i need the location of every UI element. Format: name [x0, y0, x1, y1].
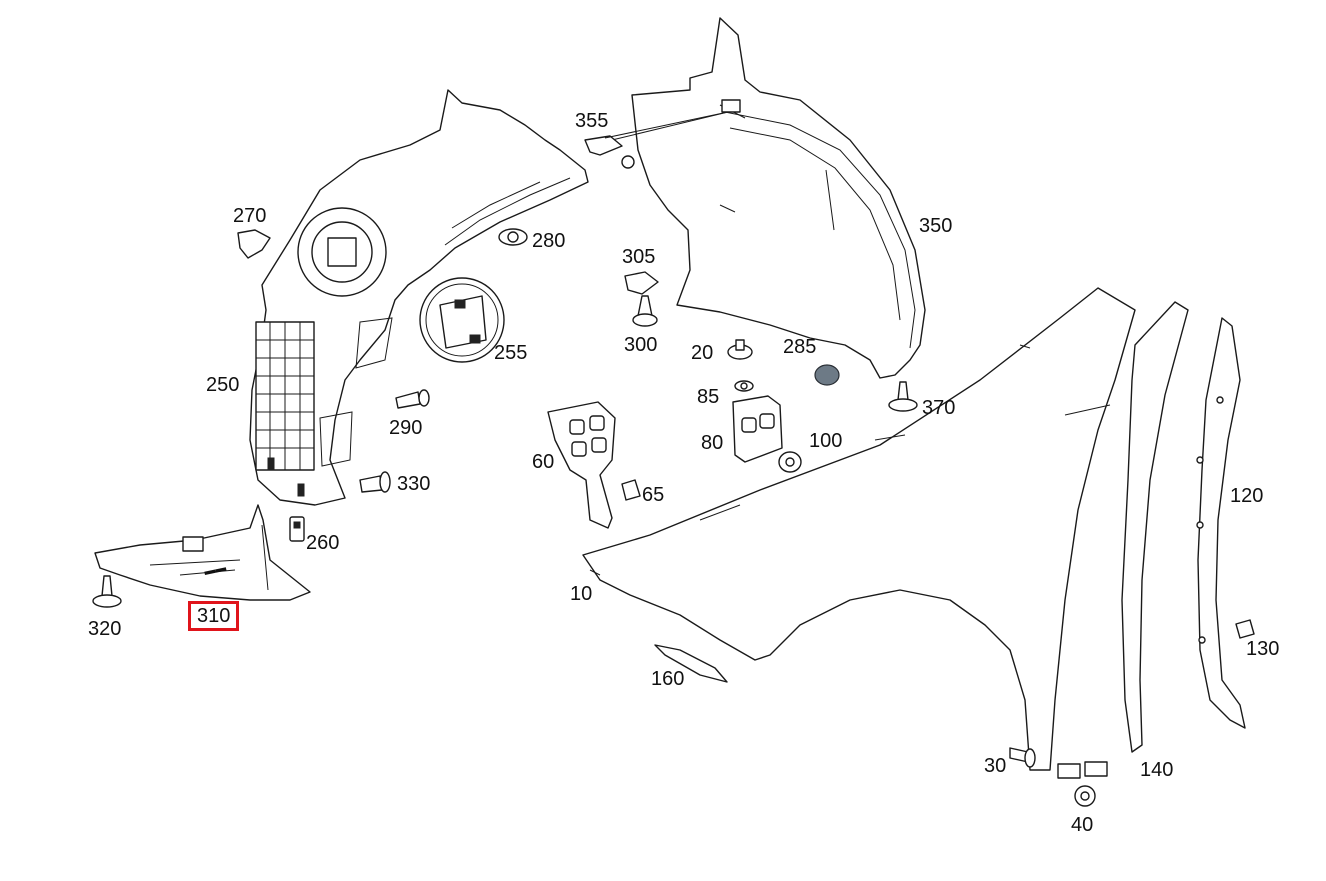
screw-300-drawing[interactable] — [632, 295, 658, 327]
svg-text:▬▬: ▬▬ — [203, 562, 227, 578]
part-label-100[interactable]: 100 — [809, 430, 843, 452]
clip-355-drawing[interactable] — [584, 135, 623, 156]
front-fender-drawing[interactable] — [582, 287, 1136, 779]
nut-85-drawing[interactable] — [734, 380, 754, 392]
nut-100-drawing[interactable] — [778, 451, 802, 473]
leader-line-355 — [604, 111, 729, 139]
part-label-120[interactable]: 120 — [1230, 485, 1264, 507]
part-label-255[interactable]: 255 — [494, 342, 528, 364]
wheel-arch-liner-front-drawing[interactable] — [249, 89, 589, 506]
round-cover-drawing[interactable] — [419, 277, 505, 363]
bolt-20-drawing[interactable] — [727, 339, 753, 360]
cap-285-drawing[interactable] — [814, 364, 840, 386]
clip-270-drawing[interactable] — [237, 229, 271, 259]
part-label-355[interactable]: 355 — [575, 110, 609, 132]
part-label-280[interactable]: 280 — [532, 230, 566, 252]
part-label-250[interactable]: 250 — [206, 374, 240, 396]
part-label-65[interactable]: 65 — [642, 484, 665, 506]
clip-305-drawing[interactable] — [624, 271, 659, 295]
part-label-60[interactable]: 60 — [532, 451, 555, 473]
strip-160-drawing[interactable] — [654, 644, 728, 683]
part-label-85[interactable]: 85 — [697, 386, 720, 408]
nut-40-drawing[interactable] — [1074, 785, 1096, 807]
bracket-80-drawing[interactable] — [732, 395, 783, 463]
nut-280-drawing[interactable] — [498, 228, 528, 246]
part-label-370[interactable]: 370 — [922, 397, 956, 419]
bracket-60-drawing[interactable] — [547, 401, 616, 529]
part-label-140[interactable]: 140 — [1140, 759, 1174, 781]
part-label-40[interactable]: 40 — [1071, 814, 1094, 836]
part-label-20[interactable]: 20 — [691, 342, 714, 364]
screw-370-drawing[interactable] — [888, 381, 918, 412]
part-label-300[interactable]: 300 — [624, 334, 658, 356]
clip-330-drawing[interactable] — [359, 471, 391, 493]
underbody-shield-drawing[interactable]: ▬▬ — [94, 504, 311, 601]
part-label-30[interactable]: 30 — [984, 755, 1007, 777]
part-label-270[interactable]: 270 — [233, 205, 267, 227]
part-label-330[interactable]: 330 — [397, 473, 431, 495]
wheel-arch-liner-rear-drawing[interactable] — [611, 17, 926, 379]
bolt-30-drawing[interactable] — [1009, 747, 1036, 768]
part-label-285[interactable]: 285 — [783, 336, 817, 358]
part-label-160[interactable]: 160 — [651, 668, 685, 690]
fender-strip-140-drawing[interactable] — [1121, 301, 1189, 753]
clip-130-drawing[interactable] — [1235, 619, 1255, 639]
clip-260-drawing[interactable] — [289, 516, 305, 542]
part-label-350[interactable]: 350 — [919, 215, 953, 237]
part-label-290[interactable]: 290 — [389, 417, 423, 439]
clip-290-drawing[interactable] — [395, 389, 430, 409]
screw-320-drawing[interactable] — [92, 575, 122, 608]
clip-65-drawing[interactable] — [621, 479, 641, 501]
part-label-260[interactable]: 260 — [306, 532, 340, 554]
part-label-130[interactable]: 130 — [1246, 638, 1280, 660]
part-label-80[interactable]: 80 — [701, 432, 724, 454]
part-label-310[interactable]: 310 — [187, 601, 240, 631]
part-label-10[interactable]: 10 — [570, 583, 593, 605]
part-label-320[interactable]: 320 — [88, 618, 122, 640]
seal-strip-120-drawing[interactable] — [1196, 317, 1246, 729]
part-label-305[interactable]: 305 — [622, 246, 656, 268]
